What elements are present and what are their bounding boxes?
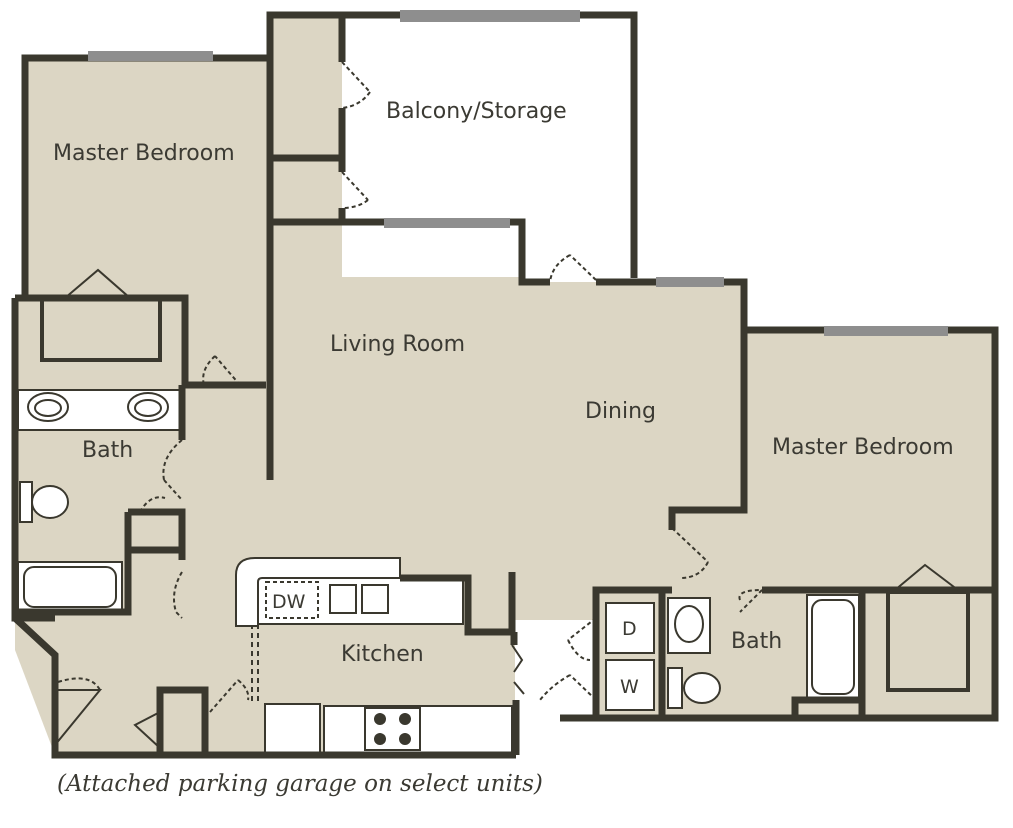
laundry-units bbox=[605, 602, 655, 711]
vanity-sinks bbox=[27, 392, 169, 422]
bathtub-left-inner bbox=[23, 566, 117, 608]
door-swing-entry bbox=[54, 689, 103, 746]
door-swing-kitchen-closet bbox=[209, 679, 250, 713]
toilets bbox=[19, 481, 721, 709]
right-tub-wall bbox=[791, 696, 860, 718]
burner-1-icon bbox=[374, 713, 386, 725]
window-dining bbox=[656, 277, 724, 287]
label-balcony-storage: Balcony/Storage bbox=[386, 99, 567, 124]
door-swing-left-bath bbox=[162, 439, 183, 501]
sink-left-2-basin-icon bbox=[134, 399, 162, 417]
window-living bbox=[384, 218, 510, 228]
sink-left-1-basin-icon bbox=[34, 399, 62, 417]
label-dishwasher: DW bbox=[272, 591, 306, 613]
window-left-bedroom bbox=[88, 51, 213, 61]
toilet-right-bowl-icon bbox=[683, 672, 721, 704]
door-swing-right-closet bbox=[894, 563, 959, 591]
door-swings bbox=[54, 61, 959, 749]
closet-strip-floor bbox=[270, 15, 342, 225]
kitchen-sink-basin-2-icon bbox=[361, 584, 389, 614]
door-swing-left-bedroom bbox=[202, 355, 241, 386]
kitchen-sink-basin-1-icon bbox=[329, 584, 357, 614]
dishwasher-box bbox=[265, 581, 319, 619]
door-swing-linen bbox=[139, 496, 166, 513]
label-kitchen: Kitchen bbox=[341, 642, 424, 667]
door-swing-dining bbox=[671, 527, 709, 579]
fridge-space bbox=[264, 703, 321, 755]
kitchen-sink bbox=[329, 584, 389, 614]
door-swing-entry-arc bbox=[57, 677, 101, 691]
door-swing-entry-closet bbox=[133, 711, 161, 749]
sink-right-icon bbox=[674, 605, 704, 643]
label-bath-left: Bath bbox=[82, 438, 133, 463]
washer-box bbox=[605, 659, 655, 711]
dryer-box bbox=[605, 602, 655, 654]
door-swing-closet-top bbox=[341, 61, 371, 109]
entry-floor bbox=[15, 618, 55, 755]
balcony-storage-area bbox=[342, 15, 634, 277]
laundry-wall bbox=[592, 586, 672, 718]
toilet-left-bowl-icon bbox=[31, 485, 69, 519]
door-swing-laundry-lower bbox=[539, 674, 597, 701]
stove-top-icon bbox=[364, 707, 421, 751]
label-dining: Dining bbox=[585, 399, 656, 424]
toilet-right-tank-icon bbox=[667, 667, 683, 709]
caption: (Attached parking garage on select units… bbox=[57, 771, 543, 797]
bathtub-right-inner bbox=[811, 599, 855, 695]
dashed-kitchen-line bbox=[251, 624, 259, 704]
burner-2-icon bbox=[399, 713, 411, 725]
window-right-bedroom bbox=[824, 326, 948, 336]
toilet-left-tank-icon bbox=[19, 481, 33, 523]
windows bbox=[88, 10, 948, 336]
entry-closet bbox=[156, 686, 209, 755]
left-bath-wall bbox=[11, 298, 55, 622]
label-dryer: D bbox=[622, 618, 637, 640]
door-swing-closet-hall bbox=[173, 571, 183, 619]
door-swing-balcony bbox=[549, 254, 597, 283]
left-closet-inner bbox=[40, 296, 162, 362]
burner-4-icon bbox=[399, 733, 411, 745]
stove-burners bbox=[364, 707, 421, 751]
label-master-bedroom-right: Master Bedroom bbox=[772, 435, 954, 460]
counter-peninsula bbox=[235, 557, 401, 627]
door-swing-left-closet bbox=[64, 268, 131, 299]
right-closet-inner bbox=[886, 590, 970, 692]
label-master-bedroom-left: Master Bedroom bbox=[53, 141, 235, 166]
door-swing-laundry bbox=[567, 617, 597, 661]
label-living-room: Living Room bbox=[330, 332, 465, 357]
door-swing-right-bath bbox=[738, 589, 763, 613]
left-bath-lower bbox=[15, 512, 132, 616]
door-swing-kitchen-pantry bbox=[511, 644, 525, 695]
label-bath-right: Bath bbox=[731, 629, 782, 654]
label-washer: W bbox=[620, 676, 639, 698]
left-bath-closet bbox=[128, 508, 186, 560]
window-balcony bbox=[400, 10, 580, 22]
kitchen-north-wall bbox=[400, 572, 516, 636]
door-swing-closet-mid bbox=[341, 171, 369, 209]
burner-3-icon bbox=[374, 733, 386, 745]
